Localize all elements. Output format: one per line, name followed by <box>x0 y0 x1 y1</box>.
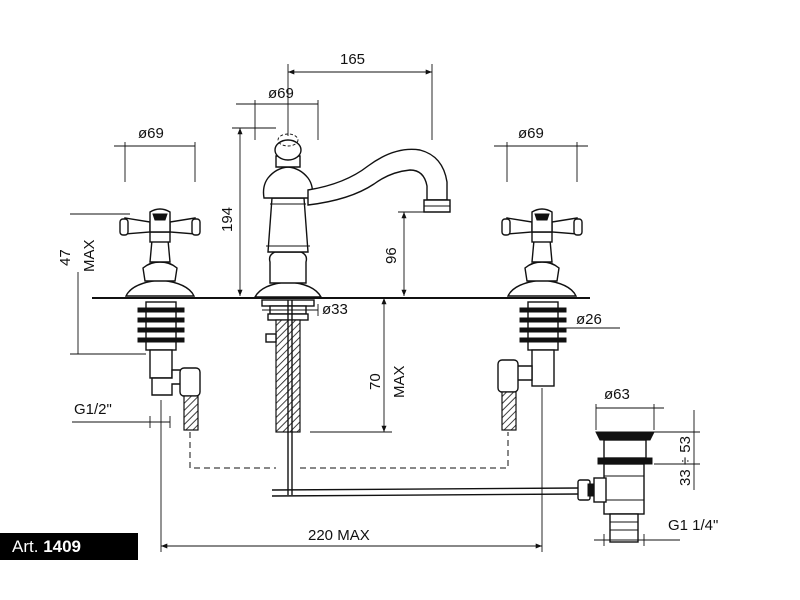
dim-spout-base-dia: ø69 <box>268 85 294 102</box>
central-spout <box>253 133 451 298</box>
dim-shank-max: MAX <box>391 365 408 398</box>
dim-shank-length: 70 <box>367 373 384 390</box>
popup-waste <box>271 431 655 543</box>
dim-inlet-thread: G1/2" <box>74 401 112 418</box>
dim-centres-max: 220 MAX <box>308 527 370 544</box>
dim-drain-dia: ø63 <box>604 386 630 403</box>
dim-handle-max: MAX <box>81 239 98 272</box>
dim-left-handle-dia: ø69 <box>138 125 164 142</box>
dim-drain-thread: G1 1/4" <box>668 517 718 534</box>
spout-shank <box>261 299 315 495</box>
dim-handle-height: 47 <box>57 249 74 266</box>
dimension-lines <box>70 64 700 552</box>
hot-hose-path <box>300 432 509 469</box>
article-number: 1409 <box>43 537 82 556</box>
article-label: Art. 1409 <box>0 533 138 560</box>
cold-hose-path <box>189 432 276 469</box>
left-handle-valve <box>119 208 201 431</box>
right-handle-valve <box>497 208 583 431</box>
dim-total-height: 194 <box>219 207 236 232</box>
article-prefix: Art. <box>12 537 39 556</box>
dim-spout-height: 96 <box>383 247 400 264</box>
dim-handle-thread-dia: ø26 <box>576 311 602 328</box>
dim-base-hole-dia: ø33 <box>322 301 348 318</box>
dim-right-handle-dia: ø69 <box>518 125 544 142</box>
dim-spout-reach: 165 <box>340 51 365 68</box>
dim-drain-range: 33 ÷ 53 <box>677 436 694 486</box>
